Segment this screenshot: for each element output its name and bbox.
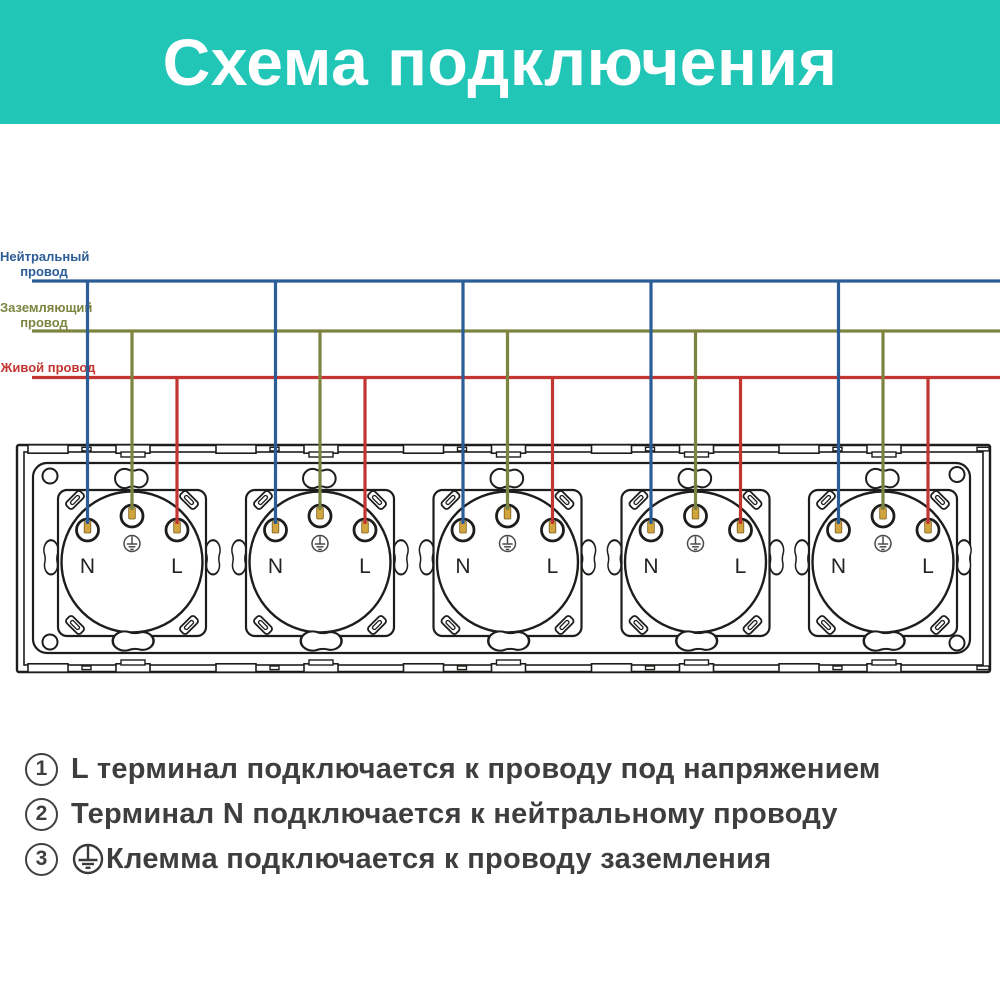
ground-wire-label: Заземляющий провод	[0, 300, 93, 330]
panel-screw-hole	[948, 634, 966, 652]
note-3-text: Клемма подключается к проводу заземления	[106, 842, 772, 875]
earth-symbol-icon	[72, 843, 104, 875]
notes: 1 L терминал подключается к проводу под …	[25, 752, 985, 887]
bus-wires	[32, 279, 1000, 380]
note-1: 1 L терминал подключается к проводу под …	[25, 752, 985, 786]
panel-screw-hole	[41, 467, 59, 485]
note-1-text: L терминал подключается к проводу под на…	[71, 752, 881, 785]
note-2-number: 2	[25, 797, 58, 831]
note-1-number: 1	[25, 752, 58, 786]
note-3: 3 Клемма подключается к проводу заземлен…	[25, 842, 985, 876]
panel-screw-hole	[948, 466, 966, 483]
note-3-number: 3	[25, 842, 58, 876]
note-2-text: Терминал N подключается к нейтральному п…	[71, 797, 838, 830]
panel-screw-hole	[41, 633, 59, 651]
note-2: 2 Терминал N подключается к нейтральному…	[25, 797, 985, 831]
drop-wires	[85, 281, 930, 524]
page-title: Схема подключения	[162, 25, 838, 99]
neutral-wire-label: Нейтральный провод	[0, 249, 90, 279]
socket-panel	[15, 445, 992, 672]
live-wire-label: Живой провод	[0, 360, 96, 375]
header-banner: Схема подключения	[0, 0, 1000, 124]
